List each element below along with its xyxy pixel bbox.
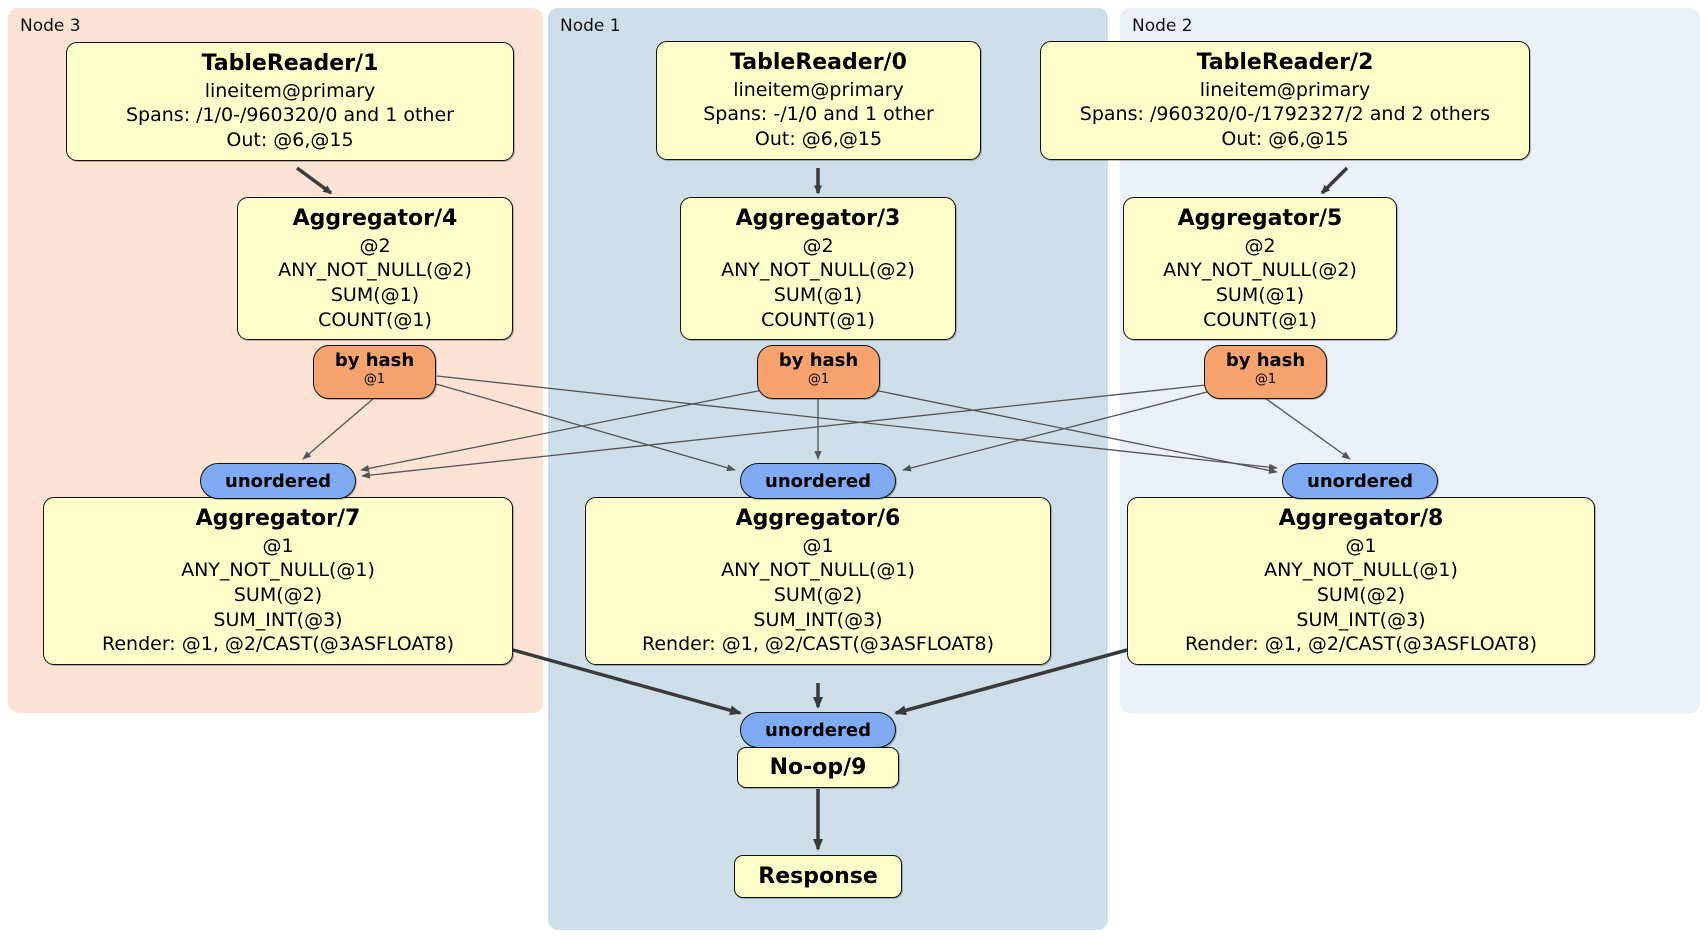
processor-expr: COUNT(@1) — [318, 308, 432, 331]
router-label: by hash — [334, 350, 415, 371]
processor-group-col: @2 — [359, 234, 391, 257]
processor-expr: SUM(@1) — [773, 283, 863, 306]
processor-expr: ANY_NOT_NULL(@1) — [181, 559, 375, 582]
processor-expr: SUM(@2) — [1316, 583, 1406, 606]
sync-unordered-final: unordered — [740, 712, 896, 748]
processor-index: lineitem@primary — [1199, 78, 1371, 101]
processor-spans: Spans: -/1/0 and 1 other — [703, 103, 934, 126]
processor-aggregator-6: Aggregator/6 @1 ANY_NOT_NULL(@1) SUM(@2)… — [585, 497, 1051, 666]
processor-expr: ANY_NOT_NULL(@2) — [721, 259, 915, 282]
router-by-hash-node2: by hash @1 — [1204, 345, 1327, 399]
processor-render: Render: @1, @2/CAST(@3ASFLOAT8) — [642, 633, 994, 656]
processor-expr: SUM(@1) — [1215, 283, 1305, 306]
processor-title: Aggregator/6 — [735, 506, 901, 531]
processor-aggregator-8: Aggregator/8 @1 ANY_NOT_NULL(@1) SUM(@2)… — [1127, 497, 1595, 666]
processor-expr: COUNT(@1) — [761, 308, 875, 331]
processor-noop-9: No-op/9 — [737, 747, 899, 788]
processor-expr: SUM_INT(@3) — [213, 608, 343, 631]
processor-expr: SUM(@1) — [330, 283, 420, 306]
router-detail: @1 — [363, 371, 386, 387]
processor-expr: SUM_INT(@3) — [1296, 608, 1426, 631]
processor-expr: SUM_INT(@3) — [753, 608, 883, 631]
node-label-node2: Node 2 — [1132, 16, 1193, 36]
processor-expr: SUM(@2) — [773, 583, 863, 606]
processor-aggregator-4: Aggregator/4 @2 ANY_NOT_NULL(@2) SUM(@1)… — [237, 197, 513, 341]
processor-out: Out: @6,@15 — [1221, 127, 1349, 150]
processor-index: lineitem@primary — [204, 79, 376, 102]
sync-unordered-node1: unordered — [740, 463, 896, 499]
router-by-hash-node3: by hash @1 — [313, 345, 436, 399]
processor-title: TableReader/2 — [1196, 50, 1374, 75]
processor-title: Aggregator/8 — [1278, 506, 1444, 531]
processor-expr: ANY_NOT_NULL(@1) — [721, 559, 915, 582]
processor-group-col: @1 — [802, 534, 834, 557]
node-label-node1: Node 1 — [560, 16, 621, 36]
router-detail: @1 — [1254, 371, 1277, 387]
processor-aggregator-5: Aggregator/5 @2 ANY_NOT_NULL(@2) SUM(@1)… — [1123, 197, 1397, 341]
processor-expr: ANY_NOT_NULL(@2) — [1163, 259, 1357, 282]
processor-index: lineitem@primary — [733, 78, 904, 101]
processor-spans: Spans: /960320/0-/1792327/2 and 2 others — [1079, 103, 1491, 126]
processor-spans: Spans: /1/0-/960320/0 and 1 other — [126, 104, 454, 127]
router-detail: @1 — [807, 371, 830, 387]
processor-group-col: @1 — [262, 534, 294, 557]
processor-tablereader-0: TableReader/0 lineitem@primary Spans: -/… — [656, 41, 981, 160]
processor-render: Render: @1, @2/CAST(@3ASFLOAT8) — [1185, 633, 1537, 656]
processor-expr: SUM(@2) — [233, 583, 323, 606]
processor-out: Out: @6,@15 — [226, 128, 354, 151]
processor-group-col: @1 — [1345, 534, 1377, 557]
router-label: by hash — [778, 350, 859, 371]
processor-title: Aggregator/5 — [1177, 206, 1343, 231]
processor-tablereader-1: TableReader/1 lineitem@primary Spans: /1… — [66, 42, 514, 161]
processor-group-col: @2 — [1244, 234, 1276, 257]
processor-expr: ANY_NOT_NULL(@2) — [278, 259, 472, 282]
processor-title: TableReader/0 — [730, 50, 907, 75]
processor-render: Render: @1, @2/CAST(@3ASFLOAT8) — [102, 633, 454, 656]
processor-expr: COUNT(@1) — [1203, 308, 1317, 331]
processor-title: Aggregator/4 — [292, 206, 458, 231]
processor-title: Aggregator/7 — [195, 506, 361, 531]
router-by-hash-node1: by hash @1 — [757, 345, 880, 399]
node-label-node3: Node 3 — [20, 16, 81, 36]
processor-out: Out: @6,@15 — [754, 127, 883, 150]
sync-unordered-node3: unordered — [200, 463, 356, 499]
processor-group-col: @2 — [802, 234, 834, 257]
processor-title: Aggregator/3 — [735, 206, 901, 231]
router-label: by hash — [1225, 350, 1306, 371]
response-box: Response — [734, 855, 902, 898]
processor-expr: ANY_NOT_NULL(@1) — [1264, 559, 1458, 582]
sync-unordered-node2: unordered — [1282, 463, 1438, 499]
processor-title: TableReader/1 — [201, 51, 379, 76]
processor-tablereader-2: TableReader/2 lineitem@primary Spans: /9… — [1040, 41, 1530, 160]
processor-aggregator-7: Aggregator/7 @1 ANY_NOT_NULL(@1) SUM(@2)… — [43, 497, 513, 666]
processor-aggregator-3: Aggregator/3 @2 ANY_NOT_NULL(@2) SUM(@1)… — [680, 197, 956, 341]
